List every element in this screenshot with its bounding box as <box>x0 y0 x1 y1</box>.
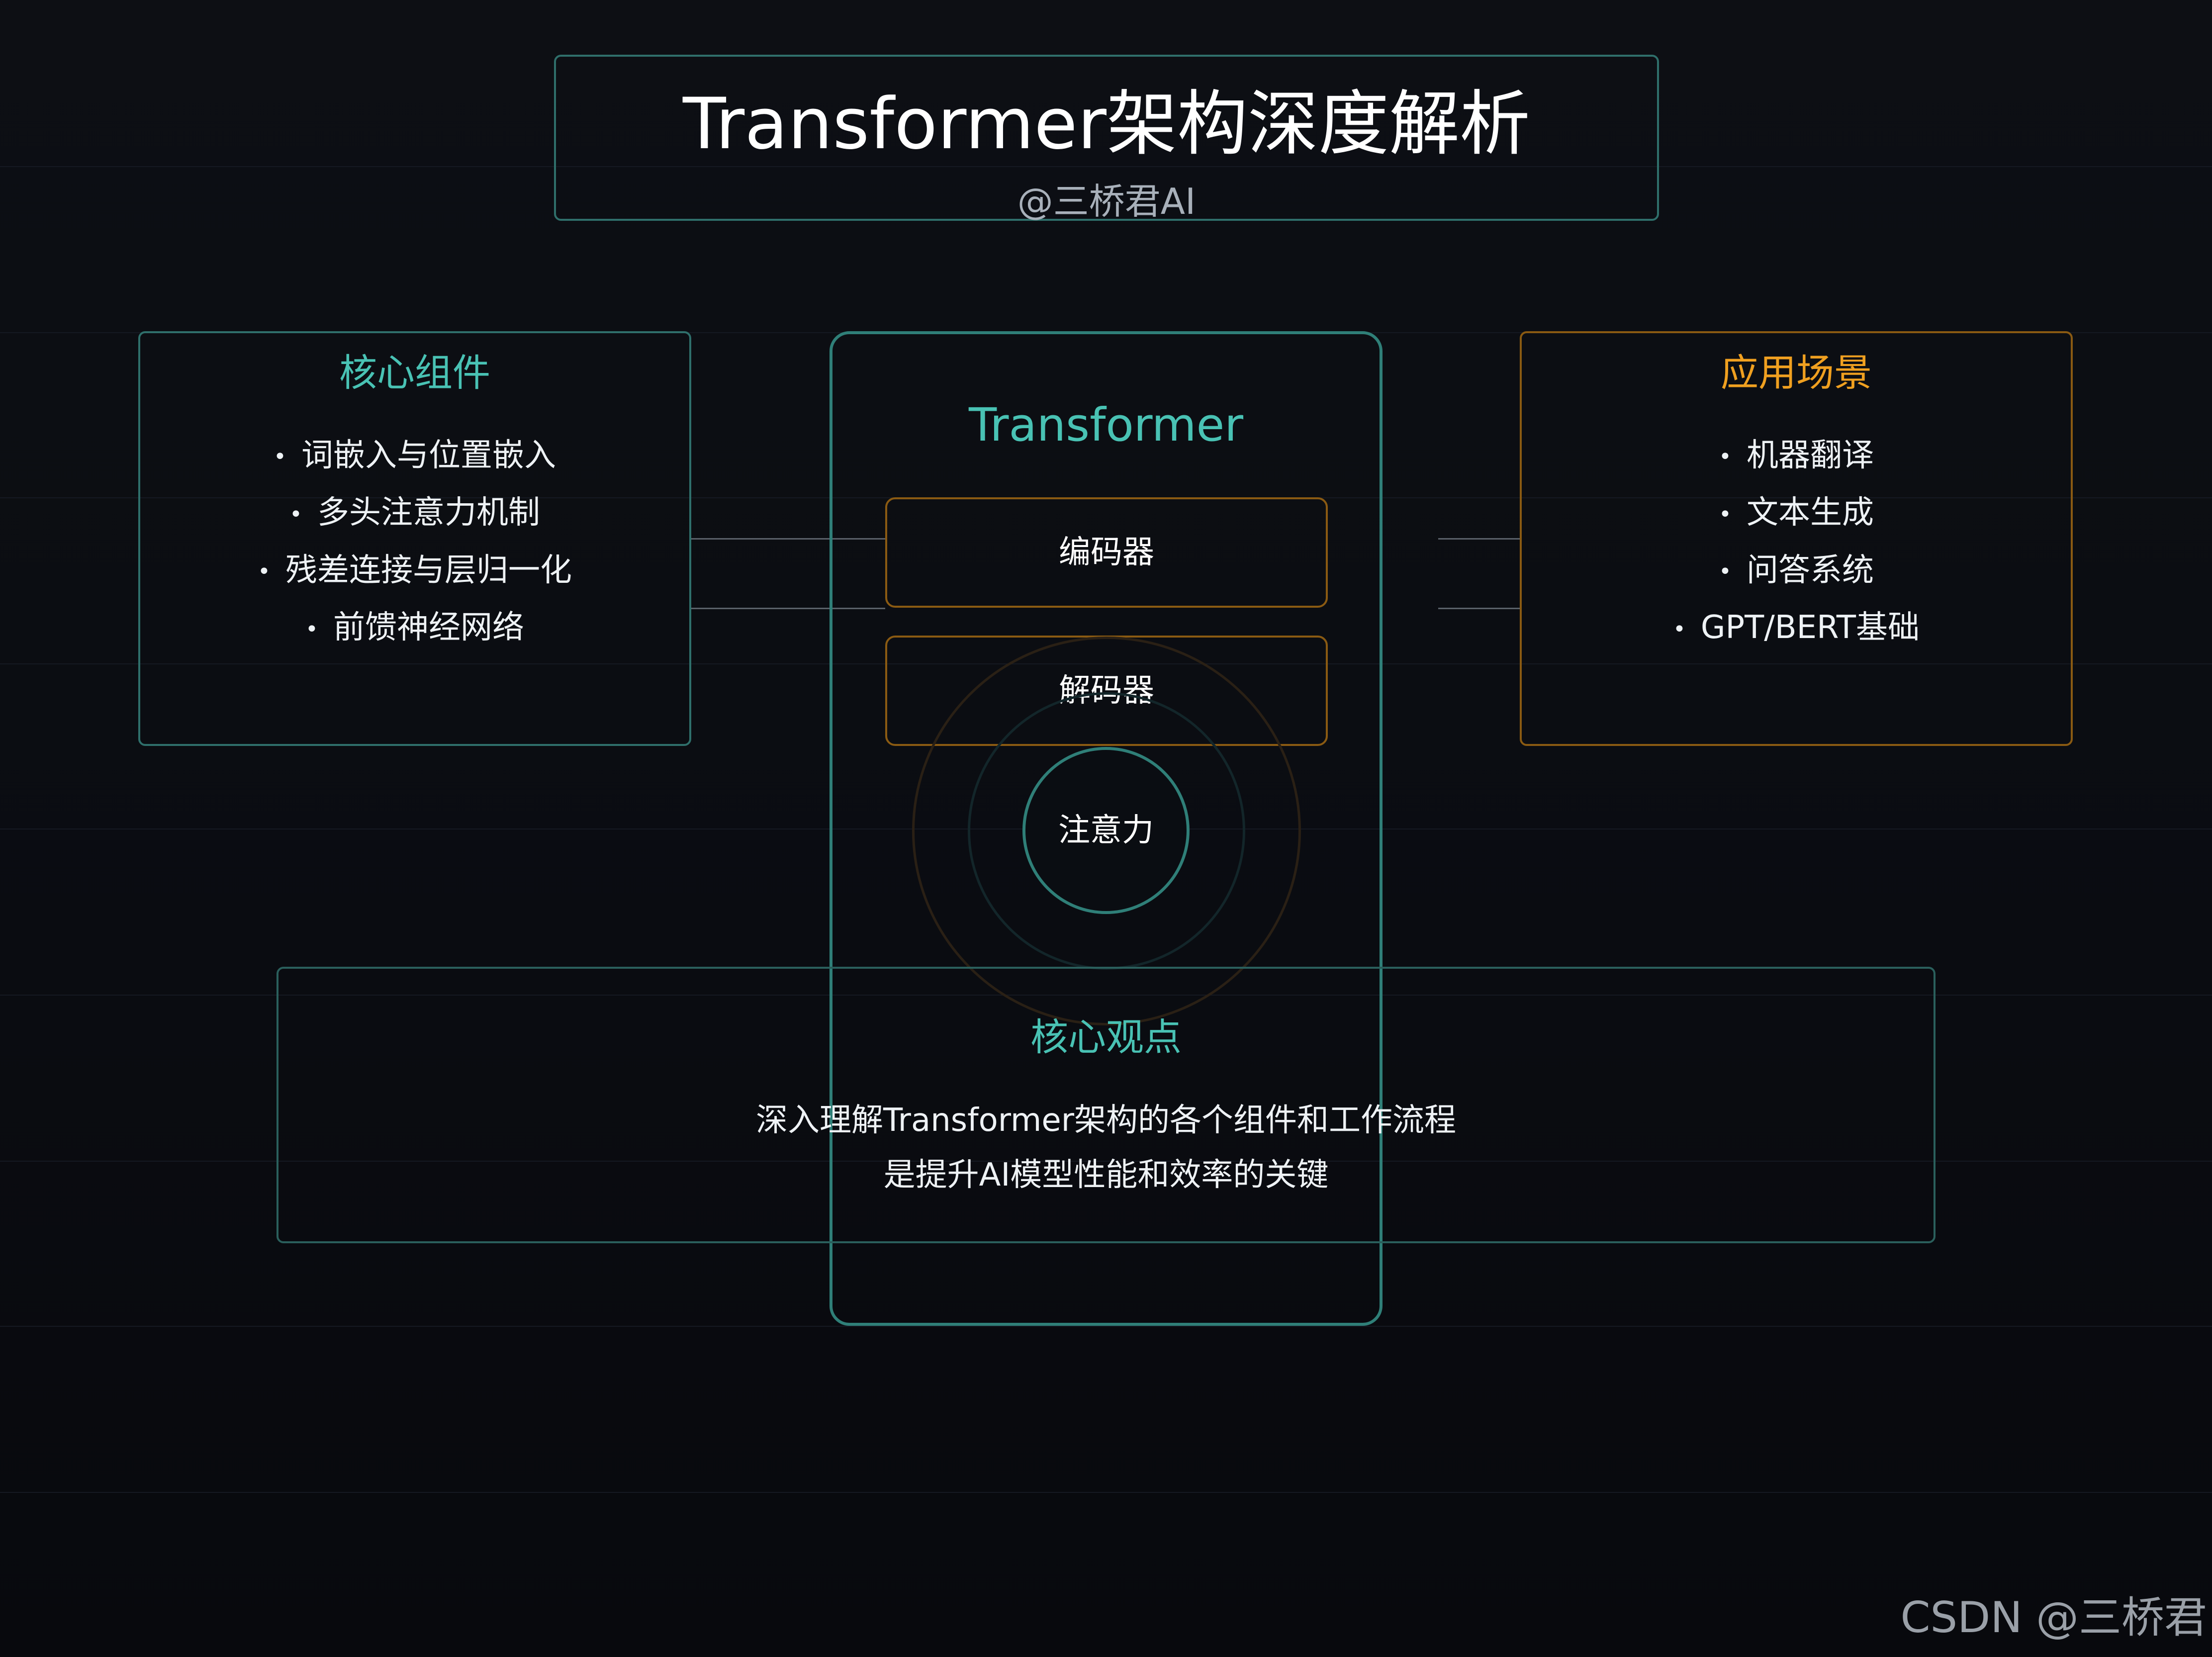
grid-line <box>0 1326 2212 1327</box>
connector-line <box>691 608 885 609</box>
transformer-column <box>830 331 1382 1326</box>
page-title: Transformer架构深度解析 <box>682 83 1531 165</box>
list-item: 文本生成 <box>1520 485 2073 542</box>
attention-ring-outer <box>912 637 1301 1025</box>
list-item: 词嵌入与位置嵌入 <box>138 428 691 485</box>
applications-title: 应用场景 <box>1721 351 1872 395</box>
attention-node <box>1022 747 1190 914</box>
list-item: 多头注意力机制 <box>138 485 691 542</box>
key-view-line-2: 是提升AI模型性能和效率的关键 <box>883 1157 1329 1194</box>
key-view-title: 核心观点 <box>1030 1015 1182 1059</box>
grid-line <box>0 1492 2212 1493</box>
applications-list: 机器翻译 文本生成 问答系统 GPT/BERT基础 <box>1520 428 2073 657</box>
connector-line <box>1438 538 1520 540</box>
connector-line <box>1438 608 1520 609</box>
key-view-line-1: 深入理解Transformer架构的各个组件和工作流程 <box>755 1102 1457 1139</box>
transformer-title: Transformer <box>968 398 1244 452</box>
core-components-title: 核心组件 <box>339 351 490 395</box>
list-item: 机器翻译 <box>1520 428 2073 485</box>
key-view-panel <box>276 967 1936 1243</box>
list-item: 问答系统 <box>1520 543 2073 600</box>
list-item: GPT/BERT基础 <box>1520 600 2073 657</box>
grid-line <box>0 166 2212 167</box>
encoder-block <box>885 497 1328 608</box>
list-item: 残差连接与层归一化 <box>138 543 691 600</box>
grid-line <box>0 1161 2212 1162</box>
connector-line <box>691 538 885 540</box>
core-components-list: 词嵌入与位置嵌入 多头注意力机制 残差连接与层归一化 前馈神经网络 <box>138 428 691 657</box>
encoder-label: 编码器 <box>1059 534 1154 571</box>
attention-label: 注意力 <box>1058 812 1154 849</box>
title-box <box>554 55 1659 221</box>
list-item: 前馈神经网络 <box>138 600 691 657</box>
page-subtitle: @三桥君AI <box>1017 181 1196 222</box>
watermark: CSDN @三桥君 <box>1900 1593 2207 1643</box>
